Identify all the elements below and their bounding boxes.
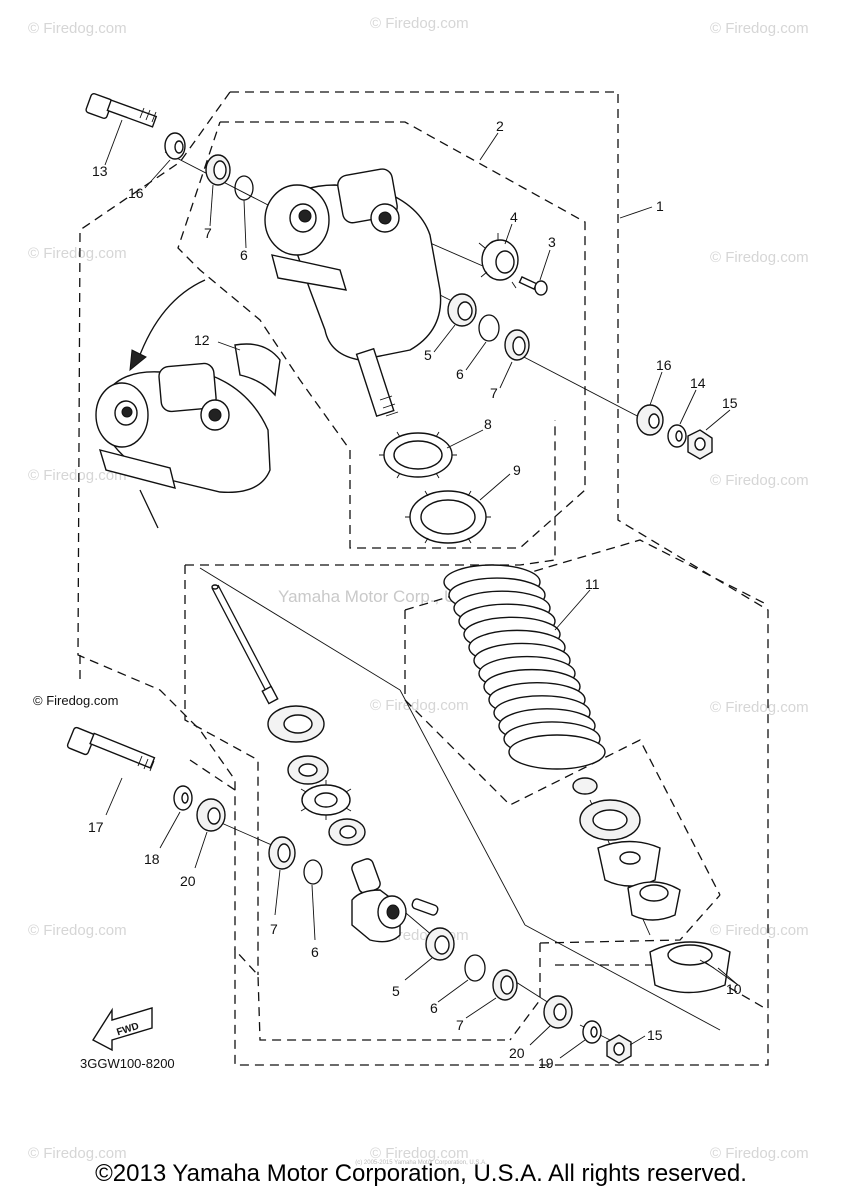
circlip-6 xyxy=(478,314,500,342)
callout-14: 14 xyxy=(690,375,706,391)
callout-8: 8 xyxy=(484,416,492,432)
callout-6: 6 xyxy=(456,366,464,382)
lower-mount-hardware xyxy=(66,726,632,1064)
watermark: © Firedog.com xyxy=(28,20,127,37)
spacer xyxy=(572,777,598,795)
callout-7: 7 xyxy=(204,225,212,241)
watermark: © Firedog.com xyxy=(710,1145,809,1162)
callout-6: 6 xyxy=(430,1000,438,1016)
callout-15: 15 xyxy=(647,1027,663,1043)
watermark: © Firedog.com xyxy=(370,15,469,32)
screw-3 xyxy=(518,275,548,296)
callout-numbers: 1 2 3 4 5 6 7 7 6 8 9 10 11 12 13 14 15 … xyxy=(88,118,742,1071)
callout-1: 1 xyxy=(656,198,664,214)
callout-7: 7 xyxy=(490,385,498,401)
bolt-17 xyxy=(66,726,156,772)
callout-9: 9 xyxy=(513,462,521,478)
rod-end xyxy=(351,858,439,943)
fwd-arrow-icon: FWD xyxy=(92,1007,153,1052)
bump-stop-cup xyxy=(597,840,661,887)
watermark: © Firedog.com xyxy=(370,1145,469,1162)
callout-2: 2 xyxy=(496,118,504,134)
spring-coil xyxy=(508,734,606,770)
center-watermark: Yamaha Motor Corp., U.S.A. xyxy=(278,587,493,606)
callout-7: 7 xyxy=(456,1017,464,1033)
bearing xyxy=(300,780,352,820)
callout-6: 6 xyxy=(240,247,248,263)
locknut-9 xyxy=(405,490,491,544)
callout-13: 13 xyxy=(92,163,108,179)
circlip-6 xyxy=(234,175,254,201)
watermark: © Firedog.com xyxy=(28,245,127,262)
callout-10: 10 xyxy=(726,981,742,997)
callout-20: 20 xyxy=(509,1045,525,1061)
watermark: © Firedog.com xyxy=(28,922,127,939)
callout-4: 4 xyxy=(510,209,518,225)
diagram-code: 3GGW100-8200 xyxy=(80,1056,175,1071)
callout-3: 3 xyxy=(548,234,556,250)
watermark: © Firedog.com xyxy=(710,249,809,266)
watermark: © Firedog.com xyxy=(370,697,469,714)
bolt-13 xyxy=(85,92,158,128)
spring-guide-10 xyxy=(649,941,731,994)
callout-17: 17 xyxy=(88,819,104,835)
callout-19: 19 xyxy=(538,1055,554,1071)
spring-11 xyxy=(443,564,606,770)
callout-18: 18 xyxy=(144,851,160,867)
callout-7: 7 xyxy=(270,921,278,937)
upper-shock-assembly xyxy=(85,92,713,460)
watermark: © Firedog.com xyxy=(28,1145,127,1162)
tiny-copyright: (c) 2005-2015 Yamaha Motor Corporation, … xyxy=(355,1160,487,1166)
damper-rod-internals xyxy=(211,584,731,994)
circlip-6 xyxy=(464,954,486,982)
callout-15: 15 xyxy=(722,395,738,411)
copyright-notice: ©2013 Yamaha Motor Corporation, U.S.A. A… xyxy=(95,1160,747,1187)
callout-20: 20 xyxy=(180,873,196,889)
watermark: © Firedog.com xyxy=(710,922,809,939)
circlip-6 xyxy=(303,859,323,885)
callout-5: 5 xyxy=(392,983,400,999)
inset-view xyxy=(95,279,281,529)
spring-seat xyxy=(579,799,641,841)
label-12 xyxy=(234,343,281,397)
watermark: © Firedog.com xyxy=(710,472,809,489)
corner-watermark: © Firedog.com xyxy=(33,693,118,708)
callout-12: 12 xyxy=(194,332,210,348)
callout-5: 5 xyxy=(424,347,432,363)
group-outlines xyxy=(77,91,769,1066)
locknut-8 xyxy=(379,431,457,479)
callout-16: 16 xyxy=(656,357,672,373)
watermark: © Firedog.com xyxy=(710,699,809,716)
lower-seat xyxy=(627,881,681,921)
callout-11: 11 xyxy=(585,576,600,592)
rotation-arrow-icon xyxy=(129,349,147,372)
adjuster-4 xyxy=(478,233,519,289)
watermark: © Firedog.com xyxy=(28,467,127,484)
callout-16: 16 xyxy=(128,185,144,201)
callout-leaders xyxy=(104,119,739,1059)
shock-body-2 xyxy=(264,168,442,418)
callout-6: 6 xyxy=(311,944,319,960)
push-rod xyxy=(211,584,279,705)
watermark: © Firedog.com xyxy=(710,20,809,37)
